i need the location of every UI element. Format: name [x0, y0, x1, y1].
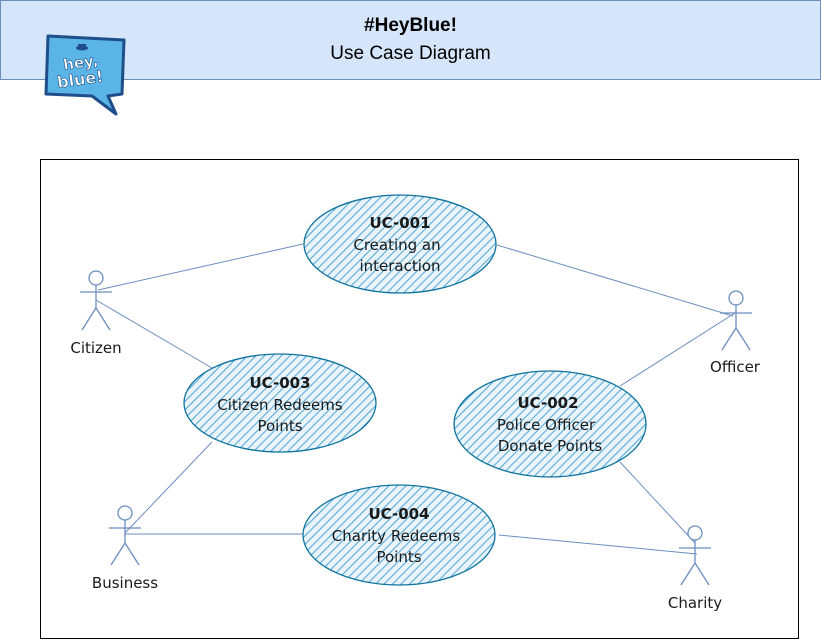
stick-figure-icon — [720, 290, 752, 351]
stick-figure-icon — [109, 505, 141, 566]
uc-003-id: UC-003 — [249, 374, 310, 392]
diagram-header: #HeyBlue! Use Case Diagram — [0, 0, 821, 80]
assoc-business-uc3 — [124, 441, 213, 534]
uc-002-line1: Police Officer — [497, 416, 596, 434]
assoc-citizen-uc3 — [95, 299, 213, 369]
svg-text:hey,: hey, — [62, 51, 99, 74]
actor-business-label: Business — [92, 574, 158, 592]
stick-figure-icon — [80, 270, 112, 331]
use-case-uc-002[interactable]: UC-002 Police Officer Donate Points — [453, 370, 647, 478]
assoc-officer-uc2 — [619, 312, 736, 387]
use-case-uc-001[interactable]: UC-001 Creating an interaction — [303, 194, 497, 294]
uc-004-line2: Points — [376, 548, 421, 566]
uc-004-id: UC-004 — [368, 505, 429, 523]
heyblue-logo: hey, blue! — [44, 34, 126, 116]
uc-003-line2: Points — [257, 417, 302, 435]
actor-citizen-label: Citizen — [70, 339, 121, 357]
actor-charity[interactable]: Charity — [668, 525, 722, 612]
actor-citizen[interactable]: Citizen — [70, 270, 122, 357]
uc-004-line1: Charity Redeems — [332, 527, 461, 545]
diagram-title: #HeyBlue! — [364, 15, 457, 36]
stick-figure-icon — [679, 525, 711, 586]
uc-001-line2: interaction — [359, 257, 440, 275]
use-case-uc-003[interactable]: UC-003 Citizen Redeems Points — [183, 353, 377, 453]
actor-officer-label: Officer — [710, 358, 761, 376]
uc-003-line1: Citizen Redeems — [217, 396, 343, 414]
actor-charity-label: Charity — [668, 594, 722, 612]
uc-001-id: UC-001 — [369, 214, 430, 232]
actor-business[interactable]: Business — [92, 505, 158, 592]
uc-002-id: UC-002 — [517, 394, 578, 412]
assoc-citizen-uc1 — [97, 243, 304, 291]
actor-officer[interactable]: Officer — [710, 290, 761, 376]
use-case-uc-004[interactable]: UC-004 Charity Redeems Points — [302, 484, 496, 586]
diagram-subtitle: Use Case Diagram — [330, 43, 491, 64]
associations — [95, 243, 736, 555]
assoc-charity-uc2 — [619, 461, 696, 544]
assoc-charity-uc4 — [498, 534, 698, 555]
uc-001-line1: Creating an — [353, 236, 440, 254]
uc-002-line2: Donate Points — [498, 437, 603, 455]
assoc-officer-uc1 — [496, 244, 734, 317]
